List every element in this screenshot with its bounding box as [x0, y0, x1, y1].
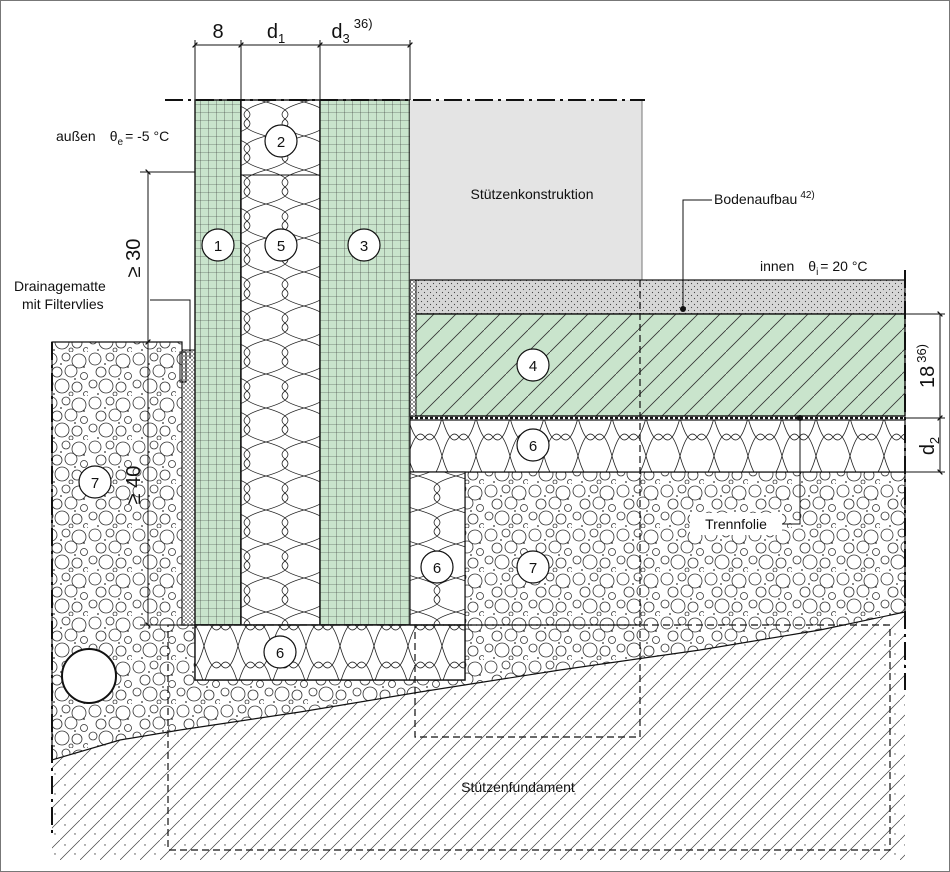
marker-1: 1 — [201, 228, 235, 262]
svg-text:2: 2 — [277, 134, 285, 151]
svg-text:7: 7 — [91, 475, 99, 492]
svg-text:5: 5 — [277, 238, 285, 255]
drain-label-1: Drainagematte — [14, 278, 106, 294]
marker-3: 3 — [347, 228, 381, 262]
svg-text:3: 3 — [360, 238, 368, 255]
marker-5: 5 — [264, 228, 298, 262]
floor-buildup — [409, 279, 906, 315]
dim-min40: ≥ 40 — [123, 466, 145, 505]
svg-text:7: 7 — [529, 560, 537, 577]
marker-6-vertical: 6 — [420, 550, 454, 584]
dim-d3: d336) — [331, 16, 372, 46]
floor-slab — [409, 313, 906, 417]
wall-layer-5-insulation — [240, 99, 321, 626]
drain-label-2: mit Filtervlies — [22, 296, 104, 312]
svg-text:6: 6 — [276, 645, 284, 662]
svg-text:6: 6 — [529, 438, 537, 455]
column-block — [410, 100, 642, 280]
dim-d2: d2 — [917, 437, 942, 455]
column-label: Stützenkonstruktion — [471, 186, 594, 202]
insulation-under-slab — [409, 419, 906, 473]
marker-2: 2 — [264, 124, 298, 158]
dim-18: 1836) — [914, 344, 939, 388]
wall-layer-3 — [319, 99, 411, 626]
marker-4: 4 — [516, 348, 550, 382]
insulation-under-wall — [194, 624, 466, 681]
drainage-mat — [181, 349, 196, 626]
dim-min30: ≥ 30 — [123, 239, 145, 278]
foundation-label: Stützenfundament — [461, 779, 575, 795]
wall-layer-1 — [194, 99, 242, 626]
separator-label: Trennfolie — [705, 516, 767, 532]
marker-6-wall: 6 — [263, 635, 297, 669]
dim-8: 8 — [212, 21, 223, 43]
marker-7-left: 7 — [78, 465, 112, 499]
svg-text:4: 4 — [529, 358, 537, 375]
subsoil — [52, 610, 905, 860]
marker-6-slab: 6 — [516, 428, 550, 462]
dim-d1: d1 — [267, 21, 285, 46]
svg-text:6: 6 — [433, 560, 441, 577]
insulation-vertical — [409, 471, 466, 626]
drain-pipe — [61, 648, 117, 704]
svg-text:1: 1 — [214, 238, 222, 255]
column-base-outline — [414, 624, 641, 738]
marker-7-right: 7 — [516, 550, 550, 584]
